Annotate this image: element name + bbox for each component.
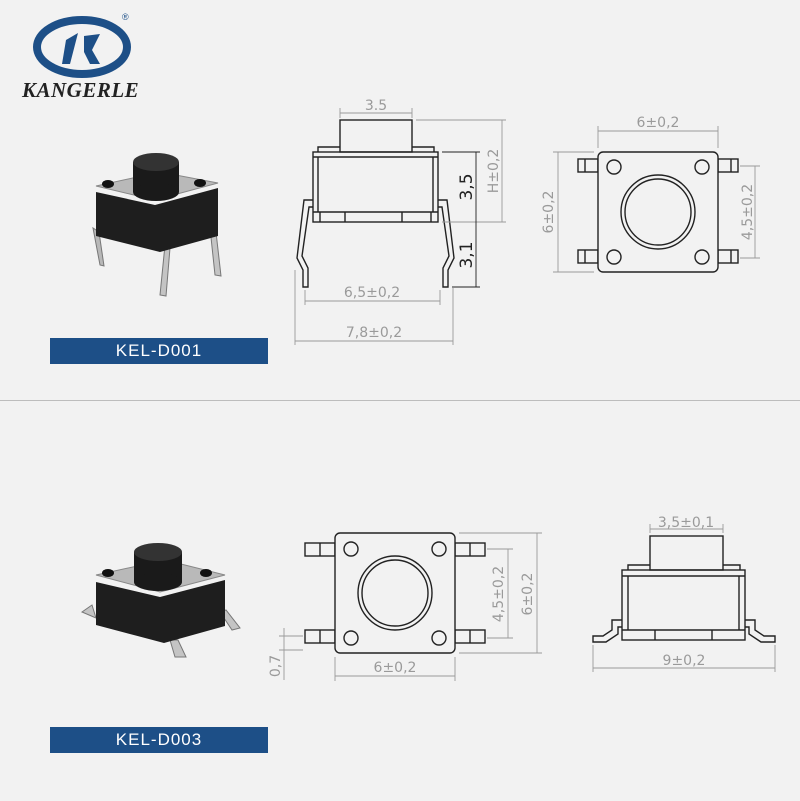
dim-overall-width: 7,8±0,2 bbox=[346, 325, 402, 341]
brand-name: KANGERLE bbox=[22, 78, 140, 102]
model-label-2: KEL-D003 bbox=[50, 727, 268, 753]
dim-depth-2: 6±0,2 bbox=[520, 573, 536, 616]
dim-pin-pitch-2: 4,5±0,2 bbox=[491, 566, 507, 622]
dim-button-width: 3.5 bbox=[365, 98, 387, 114]
dim-pin-width: 0,7 bbox=[268, 655, 284, 677]
dim-width-2: 6±0,2 bbox=[374, 660, 417, 676]
dim-top-width: 6±0,2 bbox=[637, 115, 680, 131]
dim-leg-length: 3,1 bbox=[457, 241, 477, 268]
dim-overall-width-2: 9±0,2 bbox=[663, 653, 706, 669]
product-photo-d003 bbox=[80, 543, 241, 658]
side-view-d003: 3,5±0,1 9±0,2 bbox=[592, 515, 776, 672]
dim-pin-spacing: 6,5±0,2 bbox=[344, 285, 400, 301]
dim-height: H±0,2 bbox=[486, 149, 502, 194]
side-view-d001: 3.5 H±0,2 3,5 3,1 6,5±0,2 7,8±0,2 bbox=[294, 98, 506, 345]
kangerle-logo: ® bbox=[33, 12, 131, 78]
top-view-d003: 4,5±0,2 6±0,2 0,7 6±0,2 bbox=[268, 532, 542, 681]
top-view-d001: 6±0,2 6±0,2 4,5±0,2 bbox=[541, 115, 760, 273]
product-photo-d001 bbox=[92, 153, 222, 297]
model-label-1: KEL-D001 bbox=[50, 338, 268, 364]
section-divider bbox=[0, 400, 800, 401]
dim-body-height: 3,5 bbox=[457, 173, 477, 200]
registered-mark: ® bbox=[122, 12, 129, 22]
dim-top-depth: 6±0,2 bbox=[541, 191, 557, 234]
dim-pin-pitch: 4,5±0,2 bbox=[740, 184, 756, 240]
dim-button-width-2: 3,5±0,1 bbox=[658, 515, 714, 531]
